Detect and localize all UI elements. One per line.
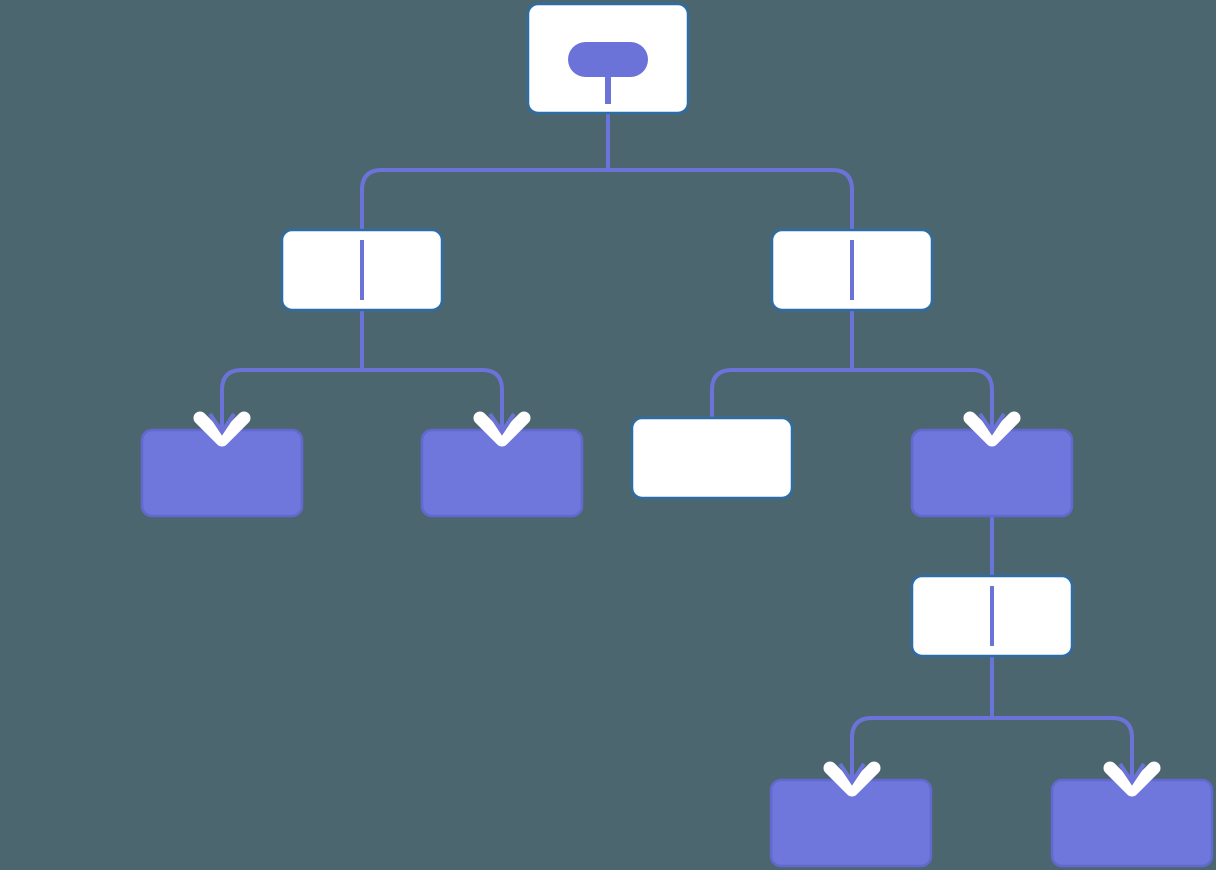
chevron-down-icon <box>473 411 531 447</box>
node-n6[interactable] <box>630 416 794 500</box>
edge-layer <box>220 112 1134 782</box>
edge-n3-to-n6 <box>710 310 854 418</box>
arrow-tip-icon <box>978 412 1006 436</box>
node-n3[interactable] <box>770 228 934 312</box>
edge-n8-to-n10 <box>990 656 1134 782</box>
arrowhead-into-n5 <box>473 411 531 447</box>
arrow-tip-icon <box>838 762 866 786</box>
chevron-down-icon <box>823 761 881 797</box>
node-n1-root[interactable] <box>526 2 690 115</box>
node-n8[interactable] <box>910 574 1074 658</box>
edge-n8-to-n9 <box>850 656 994 782</box>
node-layer <box>140 2 1214 868</box>
edge-n3-to-n7 <box>850 310 994 432</box>
edge-root-to-left <box>360 112 610 230</box>
chevron-down-icon <box>193 411 251 447</box>
edge-n2-to-n5 <box>360 310 504 432</box>
pill-icon <box>568 42 648 77</box>
node-n6-shape[interactable] <box>630 416 794 500</box>
edge-n2-to-n4 <box>220 310 364 432</box>
chevron-down-icon <box>1103 761 1161 797</box>
arrowhead-into-n4 <box>193 411 251 447</box>
arrowhead-layer <box>193 411 1161 797</box>
chevron-down-icon <box>963 411 1021 447</box>
edge-root-to-right <box>606 112 854 230</box>
arrowhead-into-n10 <box>1103 761 1161 797</box>
node-n2[interactable] <box>280 228 444 312</box>
arrow-tip-icon <box>488 412 516 436</box>
arrow-tip-icon <box>1118 762 1146 786</box>
arrowhead-into-n7 <box>963 411 1021 447</box>
arrow-tip-icon <box>208 412 236 436</box>
arrowhead-into-n9 <box>823 761 881 797</box>
